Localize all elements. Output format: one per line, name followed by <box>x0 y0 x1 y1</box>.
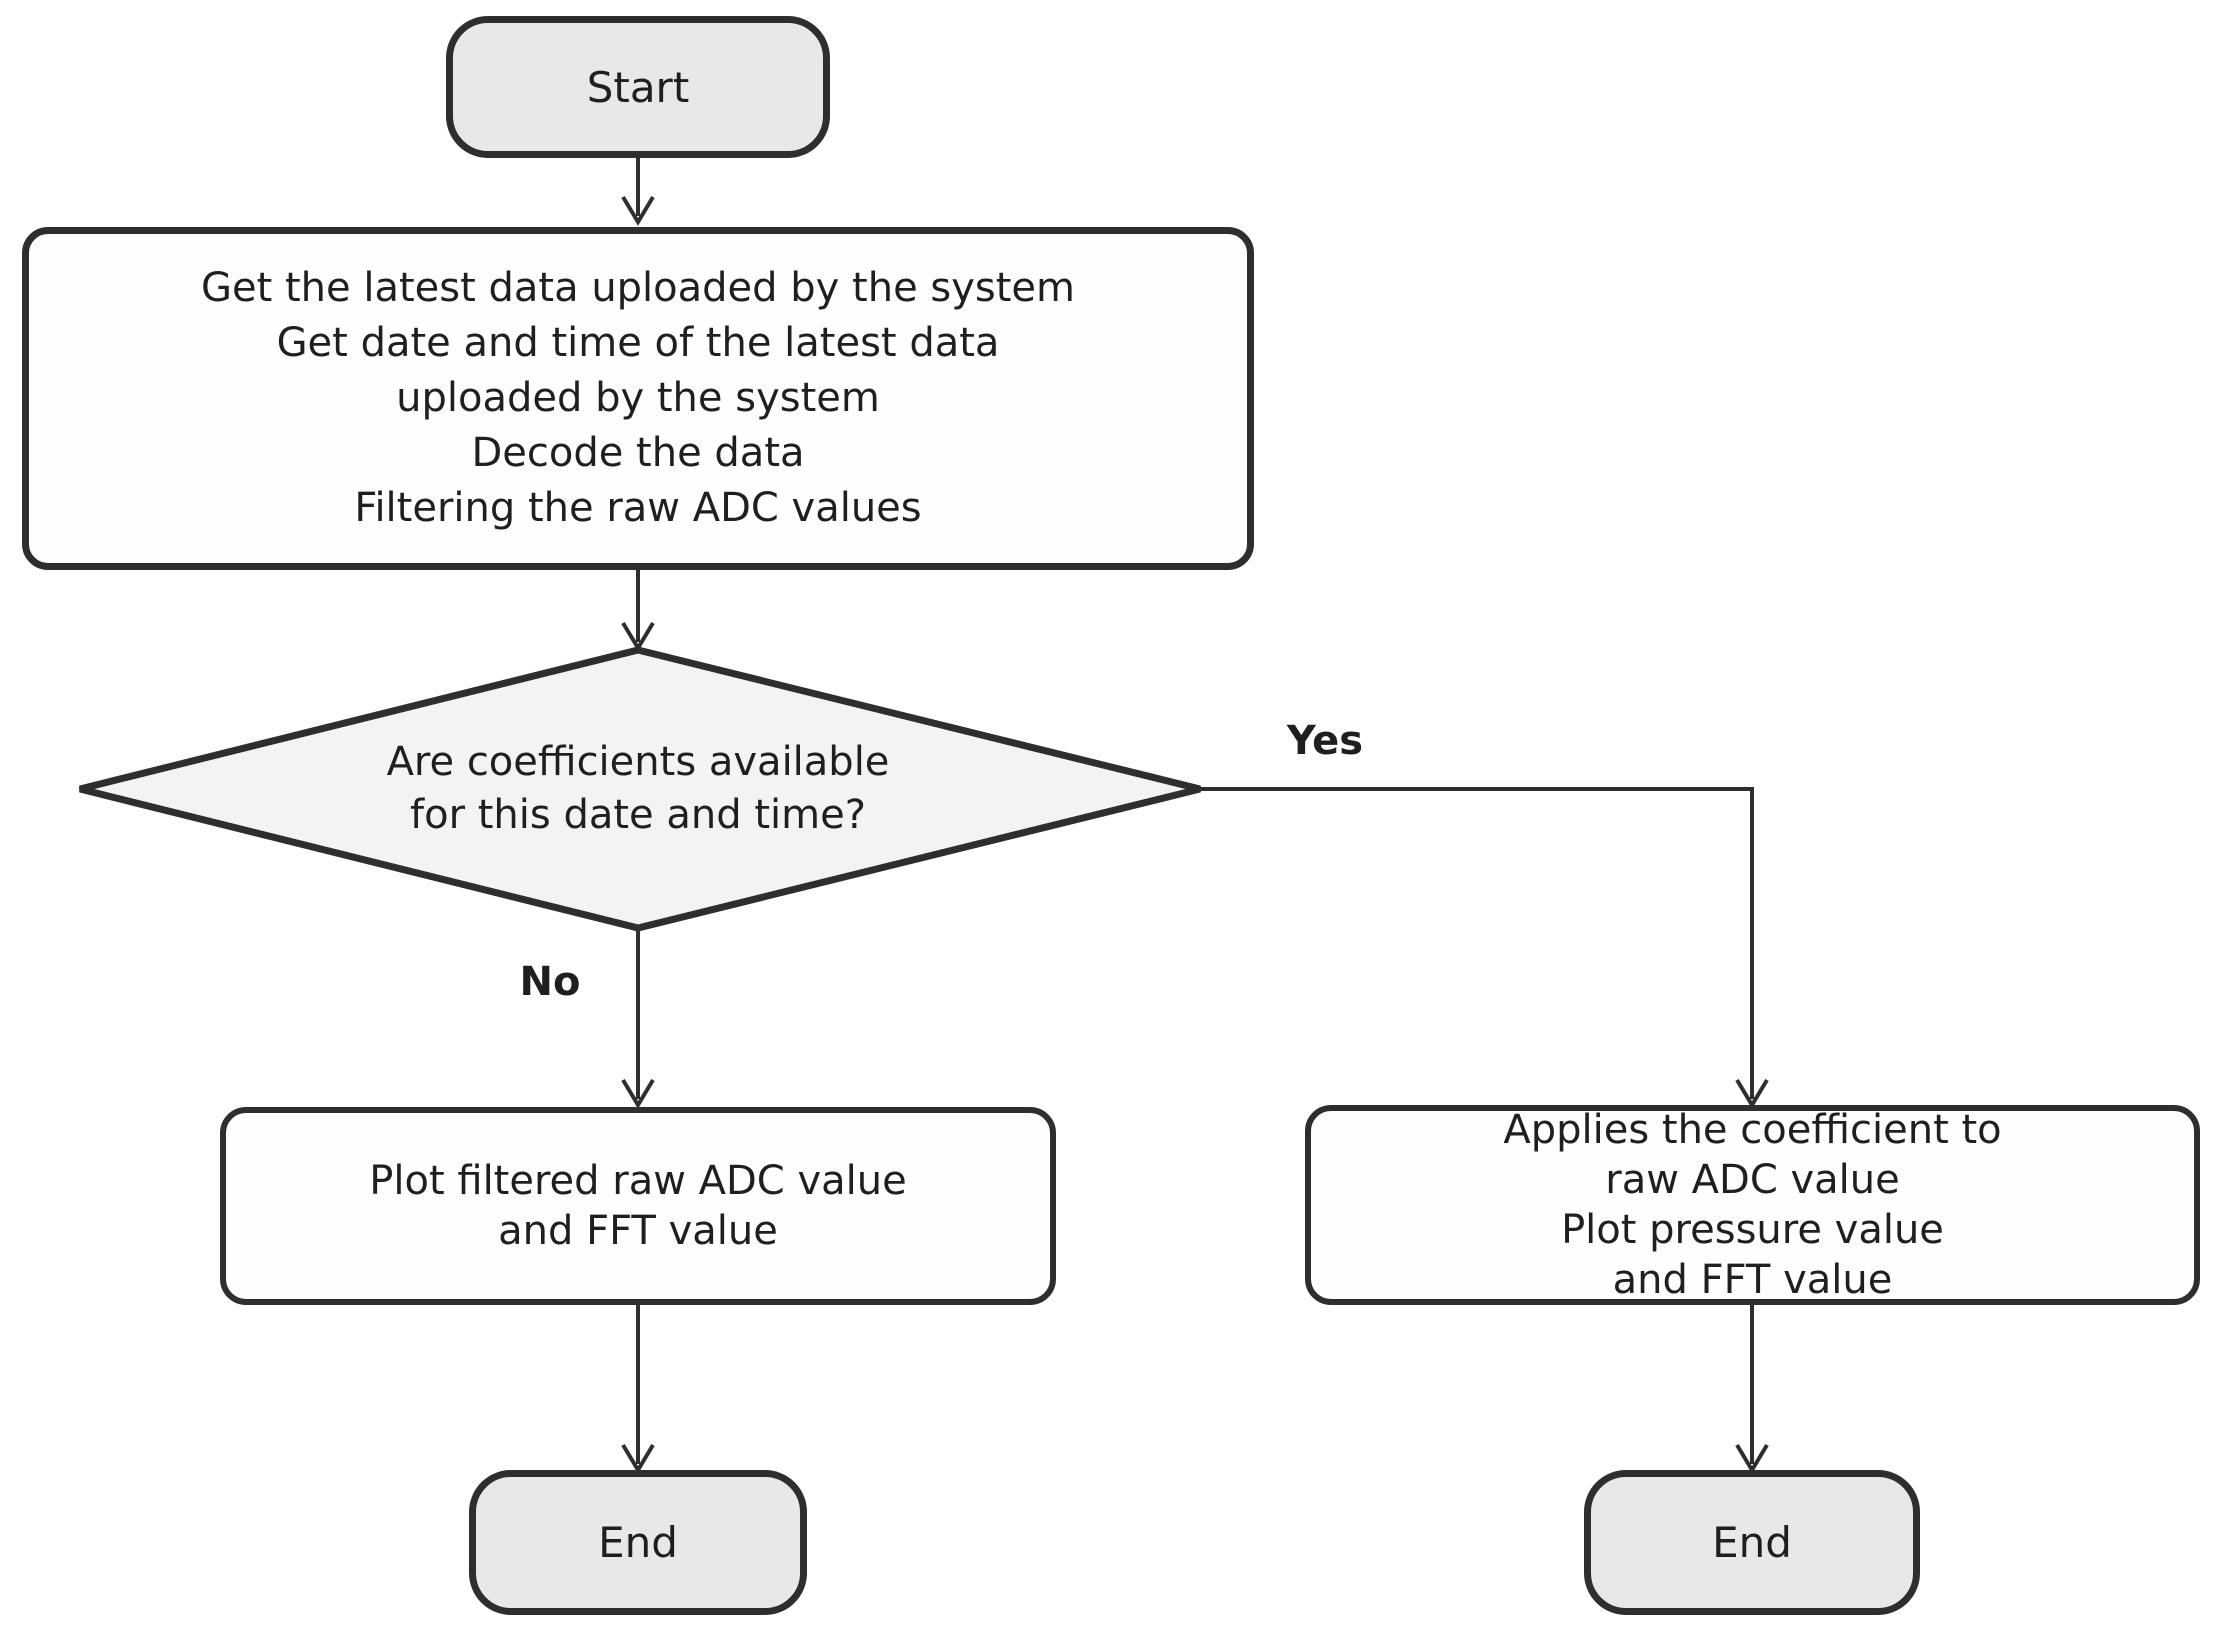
yes-edge-label: Yes <box>1286 718 1364 764</box>
arrow-yes-branch <box>1200 787 1769 1109</box>
yes-branch-box-label: Applies the coefficient to raw ADC value… <box>1503 1107 2002 1303</box>
end-node-right-label: End <box>1712 1518 1792 1567</box>
arrow-process-to-decision-head <box>621 621 655 652</box>
no-edge-label: No <box>519 959 581 1005</box>
process-box: Get the latest data uploaded by the syst… <box>22 227 1254 570</box>
start-node: Start <box>446 16 830 158</box>
arrow-yes-branch-line <box>1200 787 1754 1099</box>
no-branch-box: Plot filtered raw ADC value and FFT valu… <box>220 1107 1056 1305</box>
decision-diamond: Are coefficients available for this date… <box>288 699 988 879</box>
arrow-start-to-process-head <box>621 195 655 226</box>
arrow-yesbox-to-end <box>1735 1305 1769 1474</box>
arrow-nobox-to-end <box>621 1305 655 1474</box>
no-branch-box-label: Plot filtered raw ADC value and FFT valu… <box>369 1158 907 1254</box>
arrow-no-branch-head <box>621 1078 655 1109</box>
decision-diamond-label: Are coefficients available for this date… <box>386 739 890 838</box>
arrow-no-branch <box>621 928 655 1109</box>
process-box-label: Get the latest data uploaded by the syst… <box>200 265 1076 531</box>
end-node-right: End <box>1584 1470 1920 1615</box>
arrow-process-to-decision <box>621 570 655 652</box>
start-node-label: Start <box>586 62 690 112</box>
yes-branch-box: Applies the coefficient to raw ADC value… <box>1305 1105 2200 1305</box>
end-node-left-label: End <box>598 1518 678 1567</box>
arrow-start-to-process <box>621 158 655 226</box>
end-node-left: End <box>469 1470 807 1615</box>
